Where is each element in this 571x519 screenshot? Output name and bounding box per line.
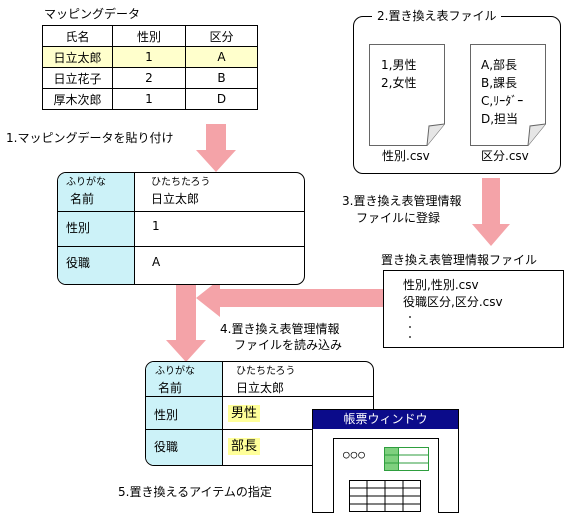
- mgmt-file-line: 性別,性別.csv: [403, 278, 479, 292]
- arrow-step1: [196, 124, 236, 172]
- name-label: 名前: [158, 381, 183, 395]
- mapping-cell: 日立花子: [42, 67, 113, 89]
- file-name-gender: 性別.csv: [382, 149, 430, 163]
- mapping-header: 性別: [112, 25, 186, 47]
- arrow-card1-to-card2: [166, 280, 206, 362]
- name-value: 日立太郎: [236, 381, 285, 395]
- arrow-step4: [196, 279, 383, 317]
- report-window: 帳票ウィンドウ ○○○: [312, 409, 459, 513]
- mapping-cell: D: [185, 88, 258, 110]
- mapping-cell: 1: [112, 46, 186, 68]
- file-line: B,課長: [481, 76, 518, 90]
- mapping-cell: 2: [112, 67, 186, 89]
- continuation-dots: [409, 316, 411, 338]
- furigana-label: ふりがな: [155, 366, 195, 377]
- role-value: A: [152, 255, 161, 269]
- form-card-before: [57, 172, 305, 285]
- mgmt-file-line: 役職区分,区分.csv: [403, 295, 503, 309]
- file-icon-gender: [369, 44, 445, 146]
- mapping-title: マッピングデータ: [44, 7, 141, 21]
- arrow-step3: [472, 178, 510, 246]
- mapping-header: 氏名: [42, 25, 113, 47]
- name-label: 名前: [70, 192, 95, 206]
- file-line: D,担当: [481, 112, 519, 126]
- furigana-value: ひたちたろう: [151, 177, 211, 188]
- replace-files-title: 2.置き換え表ファイル: [372, 10, 502, 22]
- mapping-cell: B: [185, 67, 258, 89]
- step3-label-line2: ファイルに登録: [356, 211, 441, 225]
- mapping-cell: 日立太郎: [42, 46, 113, 68]
- label-column: [58, 173, 135, 284]
- mgmt-file-title: 置き換え表管理情報ファイル: [381, 253, 538, 267]
- file-line: C,ﾘｰﾀﾞｰ: [481, 94, 524, 108]
- report-grid-table: [349, 480, 421, 512]
- role-label: 役職: [66, 256, 91, 270]
- report-window-title: 帳票ウィンドウ: [313, 410, 458, 429]
- step5-label: 5.置き換えるアイテムの指定: [118, 485, 272, 499]
- table-row: 日立太郎 1 A: [42, 46, 258, 68]
- gender-value: 1: [152, 219, 160, 233]
- label-column: [146, 362, 223, 465]
- step1-label: 1.マッピングデータを貼り付け: [6, 131, 174, 145]
- mapping-cell: 厚木次郎: [42, 88, 113, 110]
- role-value: 部長: [228, 438, 261, 455]
- file-line: 2,女性: [381, 76, 417, 90]
- role-label: 役職: [154, 440, 179, 454]
- table-row: 厚木次郎 1 D: [42, 88, 258, 110]
- gender-label: 性別: [66, 221, 91, 235]
- furigana-value: ひたちたろう: [236, 366, 296, 377]
- report-window-circles: ○○○: [343, 448, 366, 461]
- file-line: A,部長: [481, 58, 518, 72]
- gender-label: 性別: [154, 408, 179, 422]
- table-row: 日立花子 2 B: [42, 67, 258, 89]
- role-value-highlight: 部長: [228, 435, 261, 455]
- mapping-header: 区分: [185, 25, 258, 47]
- step4-label-line2: ファイルを読み込み: [234, 338, 343, 352]
- file-name-role: 区分.csv: [481, 149, 529, 163]
- mgmt-file-box: [383, 270, 564, 348]
- step4-label-line1: 4.置き換え表管理情報: [220, 322, 340, 336]
- file-line: 1,男性: [381, 58, 417, 72]
- furigana-label: ふりがな: [66, 177, 106, 188]
- gender-value: 男性: [228, 405, 261, 422]
- mapping-table: 氏名 性別 区分 日立太郎 1 A 日立花子 2 B 厚木次郎 1 D: [42, 25, 258, 110]
- name-value: 日立太郎: [151, 192, 200, 206]
- file-icon-role: [470, 44, 546, 146]
- mapping-cell: A: [185, 46, 258, 68]
- gender-value-highlight: 男性: [228, 402, 261, 422]
- step3-label-line1: 3.置き換え表管理情報: [342, 194, 462, 208]
- report-grid-green: [384, 447, 429, 471]
- mapping-cell: 1: [112, 88, 186, 110]
